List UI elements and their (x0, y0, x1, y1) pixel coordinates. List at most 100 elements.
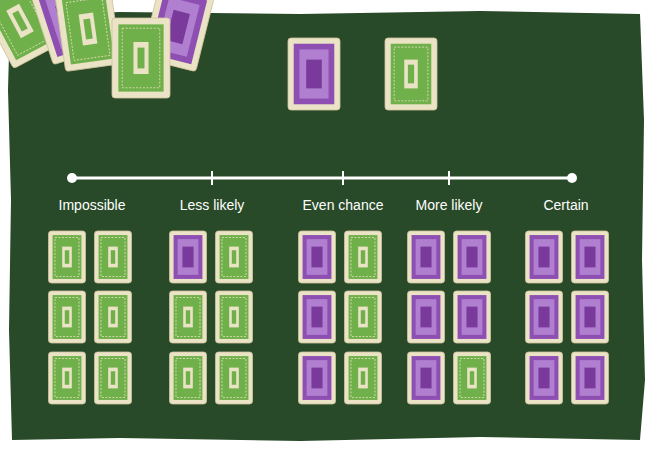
purple-card (408, 291, 445, 343)
card-edge (454, 231, 491, 283)
card-centre-hole (12, 10, 27, 31)
card-border-line (394, 47, 428, 101)
card-face (220, 356, 249, 400)
purple-card (299, 291, 336, 343)
card-face (576, 356, 605, 400)
card-centre (358, 307, 368, 328)
purple-card (408, 231, 445, 283)
card-face (303, 235, 332, 279)
card-border-line (101, 298, 125, 337)
card-band (299, 49, 328, 98)
scale-label: Even chance (303, 197, 384, 213)
green-card (345, 231, 382, 283)
card-face (576, 295, 605, 339)
purple-card (408, 352, 445, 404)
card-centre (108, 368, 118, 389)
card-face (412, 295, 441, 339)
card-border-line (55, 359, 79, 398)
card-edge (345, 352, 382, 404)
card-face (174, 235, 203, 279)
card-band (307, 360, 328, 396)
card-border-line (101, 359, 125, 398)
card-centre (229, 368, 239, 389)
scale-line (72, 177, 572, 180)
card-edge (49, 291, 86, 343)
card-face (118, 24, 163, 91)
card-centre-hole (111, 310, 115, 324)
card-centre (466, 307, 477, 328)
card-centre (183, 368, 193, 389)
card-face (391, 44, 432, 105)
card-centre-hole (232, 371, 236, 385)
card-border-line (66, 0, 110, 60)
card-centre (466, 247, 477, 268)
card-centre (420, 247, 431, 268)
card-band (462, 239, 483, 275)
card-face (458, 235, 487, 279)
card-edge (572, 291, 609, 343)
card-face (303, 356, 332, 400)
card-border-line (55, 238, 79, 277)
card-band (416, 360, 437, 396)
card-centre (133, 42, 148, 74)
card-band (580, 239, 601, 275)
green-card (49, 291, 86, 343)
card-face (53, 295, 82, 339)
card-centre (538, 247, 549, 268)
card-centre (538, 307, 549, 328)
card-edge (526, 352, 563, 404)
purple-card (572, 291, 609, 343)
green-card (95, 291, 132, 343)
card-edge (299, 291, 336, 343)
card-centre (404, 60, 418, 89)
card-edge (385, 38, 437, 110)
scale-tick (211, 171, 213, 185)
green-card (345, 352, 382, 404)
card-centre-hole (65, 310, 69, 324)
card-centre (584, 307, 595, 328)
card-centre-hole (361, 310, 365, 324)
card-centre (311, 247, 322, 268)
card-centre (584, 247, 595, 268)
purple-card (454, 231, 491, 283)
card-centre (311, 368, 322, 389)
card-face (220, 235, 249, 279)
card-face (99, 295, 128, 339)
scale-label-box: Certain (543, 196, 588, 214)
card-border-line (222, 298, 246, 337)
card-centre-hole (186, 371, 190, 385)
card-edge (454, 352, 491, 404)
card-edge (572, 231, 609, 283)
card-face (412, 356, 441, 400)
card-face (530, 235, 559, 279)
card-centre (229, 247, 239, 268)
card-centre-hole (232, 250, 236, 264)
card-face (530, 356, 559, 400)
card-centre (183, 307, 193, 328)
card-edge (288, 38, 340, 110)
green-card (49, 231, 86, 283)
card-centre (6, 4, 34, 38)
card-border-line (101, 238, 125, 277)
board (8, 11, 645, 441)
card-face (99, 356, 128, 400)
card-border-line (351, 359, 375, 398)
purple-card (526, 291, 563, 343)
card-edge (170, 291, 207, 343)
green-card (95, 231, 132, 283)
card-edge (49, 352, 86, 404)
card-face (349, 295, 378, 339)
green-card (216, 231, 253, 283)
card-edge (170, 352, 207, 404)
card-band (416, 299, 437, 335)
card-centre-hole (138, 48, 145, 69)
card-face (412, 235, 441, 279)
card-centre (108, 247, 118, 268)
card-border-line (222, 238, 246, 277)
card-face (349, 356, 378, 400)
purple-card (454, 291, 491, 343)
card-edge (345, 231, 382, 283)
card-edge (170, 231, 207, 283)
card-face (99, 235, 128, 279)
